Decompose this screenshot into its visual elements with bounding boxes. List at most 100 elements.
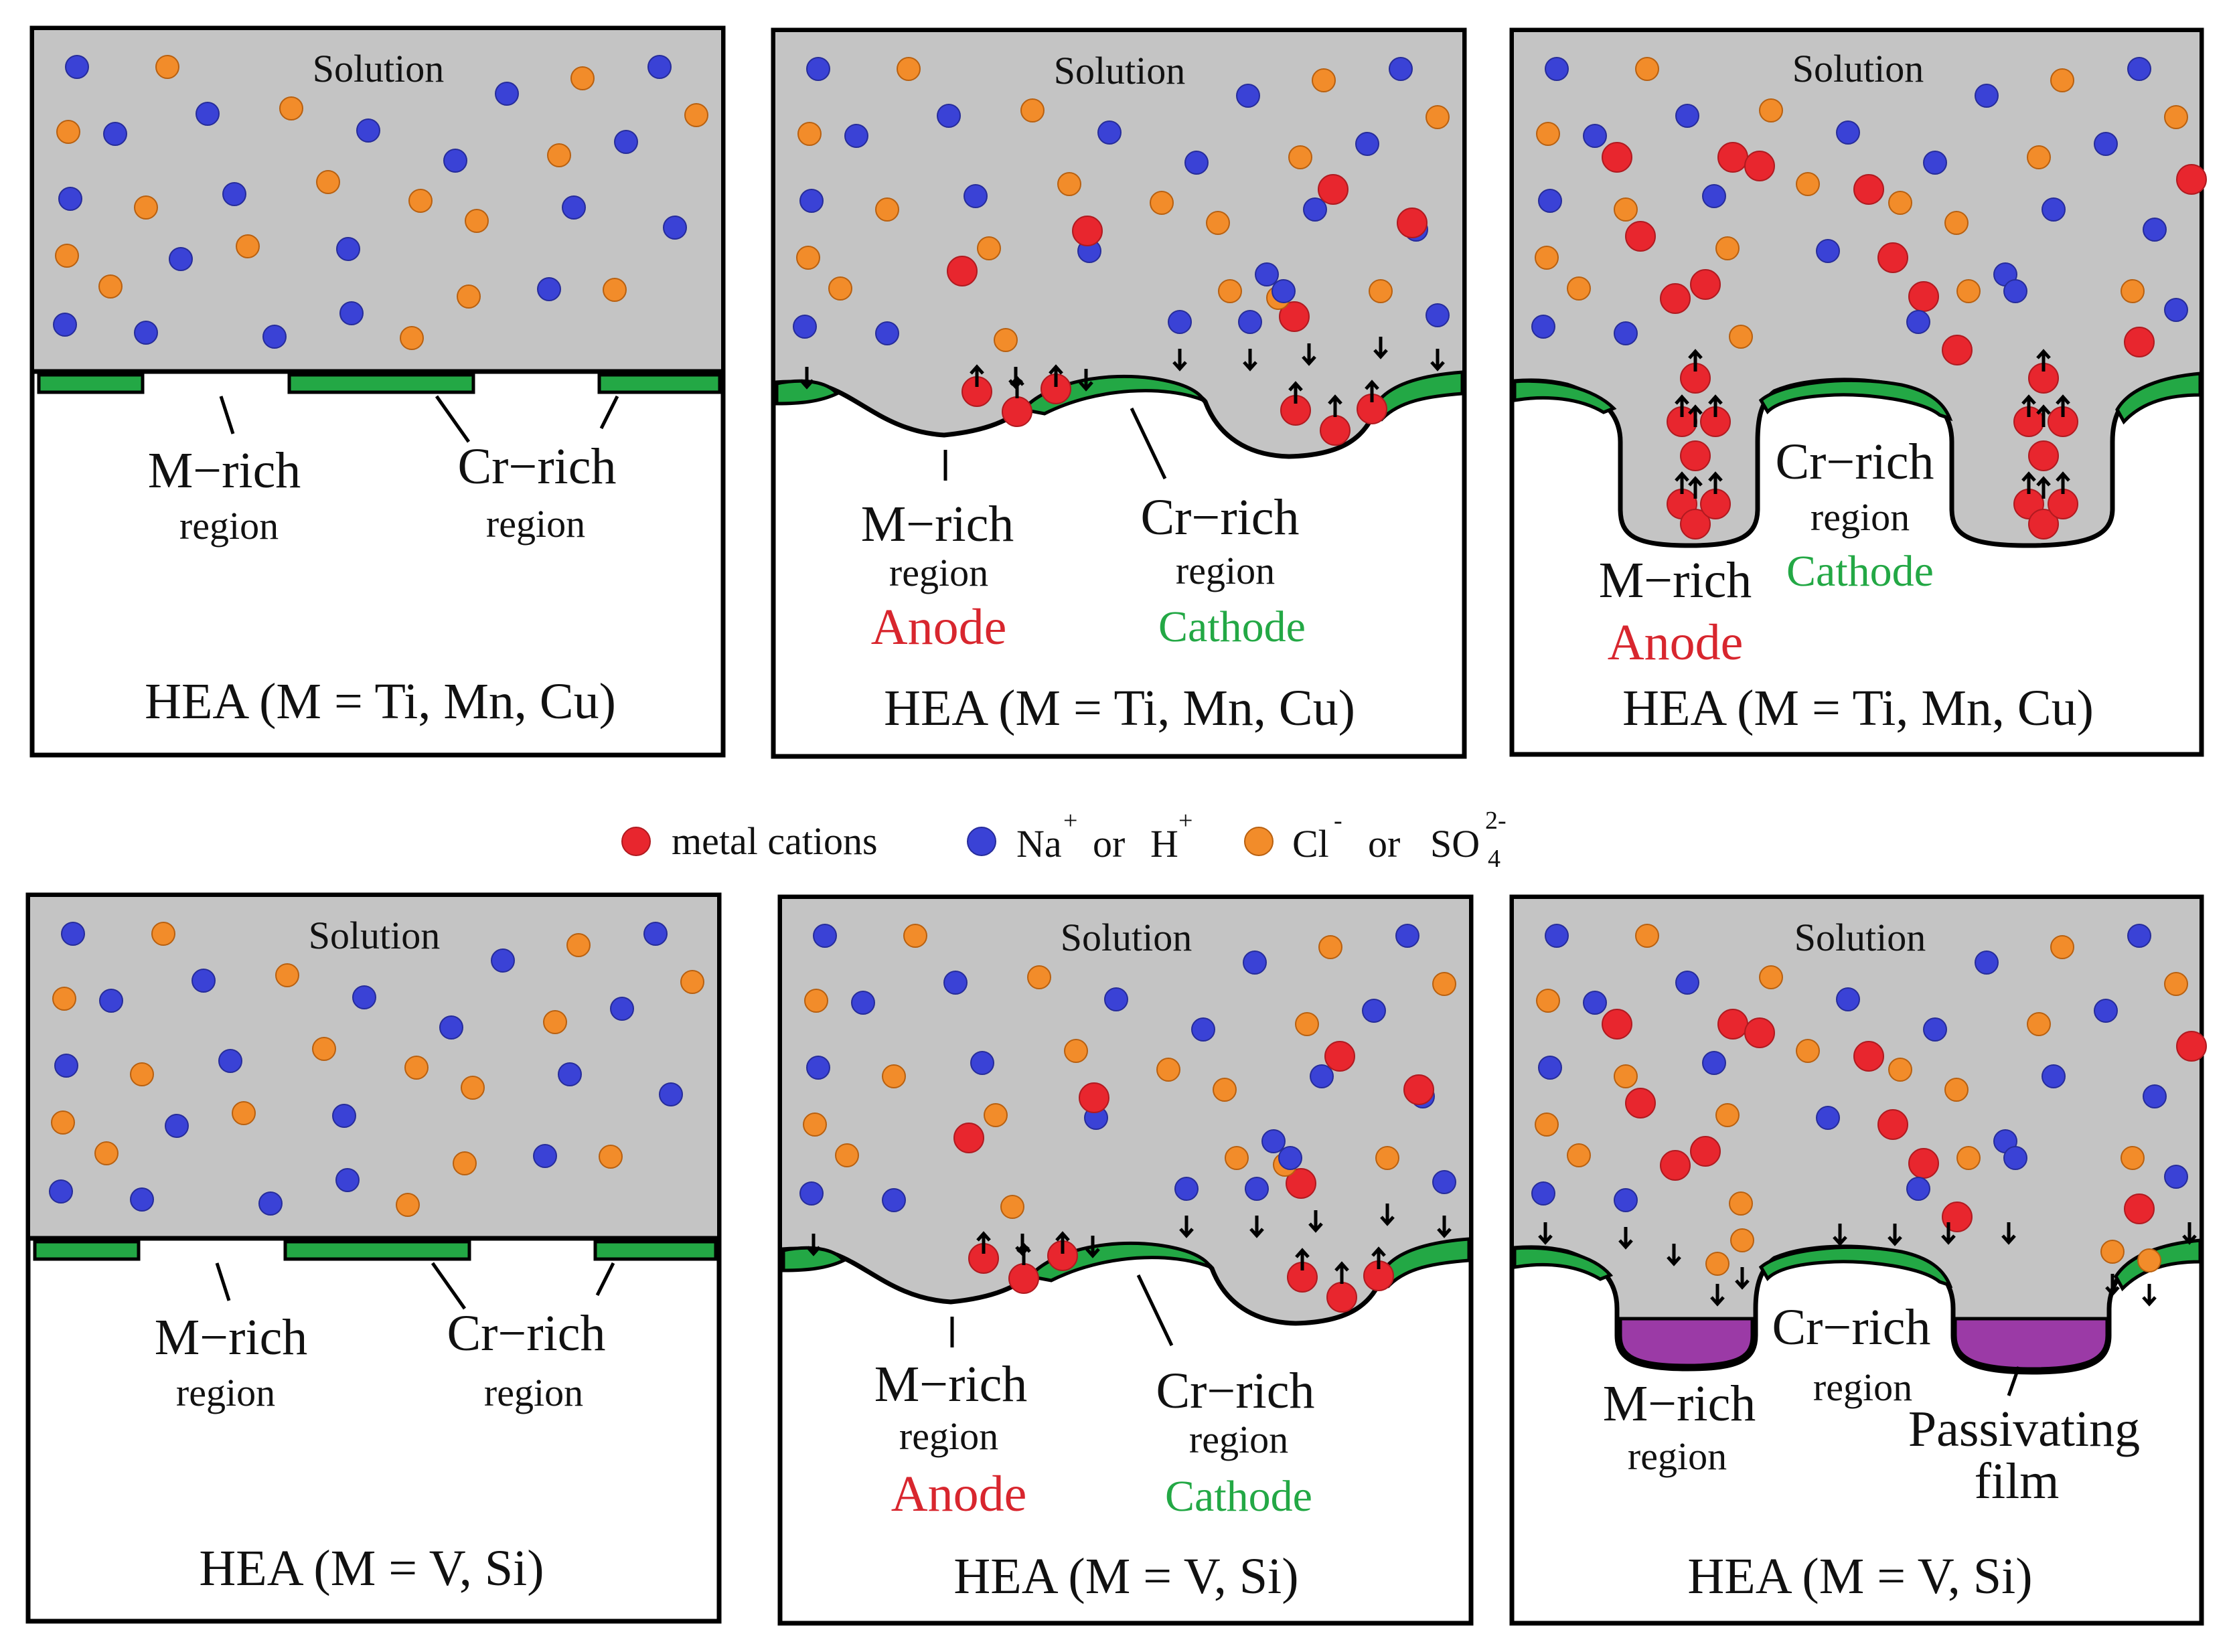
downward-flux-arrow: [2142, 1284, 2157, 1307]
cr-rich-film-segment: [37, 373, 145, 394]
na-h-cation-dot: [103, 122, 127, 146]
upward-flux-arrow: [1688, 404, 1703, 427]
cr-rich-film-segment: [1758, 379, 1953, 422]
cl-so4-anion-dot: [828, 276, 852, 301]
cl-so4-anion-dot: [1567, 1143, 1591, 1167]
cr-rich-film-segment: [597, 373, 722, 394]
cl-so4-anion-dot: [680, 970, 704, 994]
na-h-cation-dot: [793, 315, 817, 339]
metal-cation-dot: [1877, 1109, 1908, 1140]
upward-flux-arrow: [1049, 364, 1063, 387]
na-h-cation-dot: [1432, 1170, 1456, 1194]
cl-so4-anion-dot: [1944, 1078, 1969, 1102]
solution-label: Solution: [1054, 49, 1186, 92]
na-h-cation-dot: [65, 55, 89, 79]
cl-so4-anion-dot: [1536, 989, 1560, 1013]
cl-so4-anion-dot: [897, 57, 921, 81]
metal-cation-dot: [1625, 221, 1656, 252]
leader-line: [431, 1262, 467, 1310]
metal-cation-dot: [1403, 1074, 1434, 1105]
cl-so4-anion-dot: [1213, 1078, 1237, 1102]
m-rich-label: M−rich: [148, 442, 301, 499]
cl-so4-anion-dot: [51, 1110, 75, 1135]
cr-rich-film-segment: [1513, 1246, 1614, 1281]
cr-rich-film-segment: [1383, 1237, 1471, 1289]
ion-cluster: [1531, 57, 2207, 540]
cl-so4-anion-dot: [457, 284, 481, 309]
na-h-cation-dot: [58, 187, 82, 211]
na-h-cation-dot: [356, 118, 380, 143]
upward-flux-arrow: [1328, 394, 1342, 417]
na-h-cation-dot: [443, 149, 467, 173]
downward-flux-arrow: [1710, 1284, 1725, 1307]
cr-rich-label: Cr−rich: [447, 1305, 605, 1361]
metal-cation-dot: [1324, 1041, 1355, 1072]
na-h-cation-dot: [1583, 991, 1607, 1015]
metal-cation-dot: [2124, 1193, 2155, 1224]
ion-cluster: [49, 922, 704, 1217]
upward-flux-arrow: [1295, 1248, 1310, 1270]
na-h-cation-dot: [336, 237, 360, 261]
cl-so4-anion-dot: [98, 274, 123, 299]
cl-so4-anion-dot: [547, 143, 571, 167]
metal-cation-dot: [1908, 281, 1939, 312]
hea-composition-label: HEA (M = Ti, Mn, Cu): [145, 673, 616, 730]
downward-flux-arrow: [799, 367, 814, 390]
cl-legend-label: Cl: [1292, 822, 1329, 865]
cl-so4-anion-dot: [882, 1064, 906, 1088]
upward-flux-arrow: [2056, 394, 2070, 417]
downward-flux-arrow: [1380, 1204, 1395, 1226]
cr-region-label: region: [1189, 1418, 1288, 1461]
metal-cation-dot: [1279, 301, 1310, 332]
upward-flux-arrow: [2056, 471, 2070, 494]
solution-region: [782, 899, 1469, 1323]
cl-so4-anion-dot: [465, 209, 489, 233]
downward-flux-arrow: [1079, 369, 1093, 392]
downward-flux-arrow: [1941, 1222, 1956, 1245]
na-h-cation-dot: [339, 301, 364, 325]
cl-so4-anion-dot: [453, 1151, 477, 1175]
downward-flux-arrow: [1430, 349, 1445, 371]
cl-so4-anion-dot: [408, 189, 433, 213]
cr-region-label: region: [486, 502, 585, 546]
cl-so4-anion-dot: [279, 96, 303, 120]
cl-so4-anion-dot: [566, 933, 591, 957]
cr-rich-film-segment: [33, 1240, 141, 1261]
m-region-label: region: [1628, 1434, 1727, 1478]
so4-subscript: 4: [1488, 845, 1500, 873]
na-h-cation-dot: [1426, 303, 1450, 327]
solution-region: [775, 32, 1462, 457]
cl-so4-anion-dot: [1535, 1112, 1559, 1137]
cl-so4-anion-dot: [2027, 1012, 2051, 1036]
metal-cation-dot: [1744, 1017, 1775, 1048]
cl-so4-anion-dot: [1635, 57, 1659, 81]
na-h-cation-dot: [970, 1051, 994, 1075]
cl-so4-anion-dot: [1796, 172, 1820, 196]
upward-flux-arrow: [1675, 394, 1689, 417]
cl-so4-anion-dot: [977, 236, 1001, 260]
na-h-cation-dot: [1355, 132, 1379, 156]
cr-region-label: region: [1176, 549, 1275, 592]
na-h-cation-dot: [2143, 218, 2167, 242]
na-h-cation-dot: [1236, 84, 1260, 108]
cl-so4-anion-dot: [1729, 1191, 1753, 1216]
cr-region-label: region: [1811, 495, 1910, 539]
leader-line: [2007, 1366, 2021, 1396]
na-h-cation-dot: [262, 325, 287, 349]
metal-cation-dot: [1002, 396, 1032, 427]
metal-cation-dot: [1680, 509, 1711, 540]
cl-so4-anion-dot: [570, 66, 595, 90]
na-h-cation-dot: [61, 922, 85, 946]
na-h-cation-dot: [2003, 279, 2027, 303]
upward-flux-arrow: [1365, 380, 1379, 402]
cl-so4-anion-dot: [1535, 246, 1559, 270]
na-h-cation-dot: [1923, 151, 1947, 175]
downward-flux-arrow: [1308, 1210, 1323, 1233]
na-h-cation-dot: [964, 184, 988, 208]
metal-cation-dot: [947, 256, 978, 286]
cl-so4-anion-dot: [130, 1062, 154, 1086]
cl-so4-anion-dot: [236, 234, 260, 258]
na-h-cation-dot: [610, 997, 634, 1021]
leader-line: [595, 1262, 615, 1297]
leader-line: [1136, 1274, 1174, 1347]
